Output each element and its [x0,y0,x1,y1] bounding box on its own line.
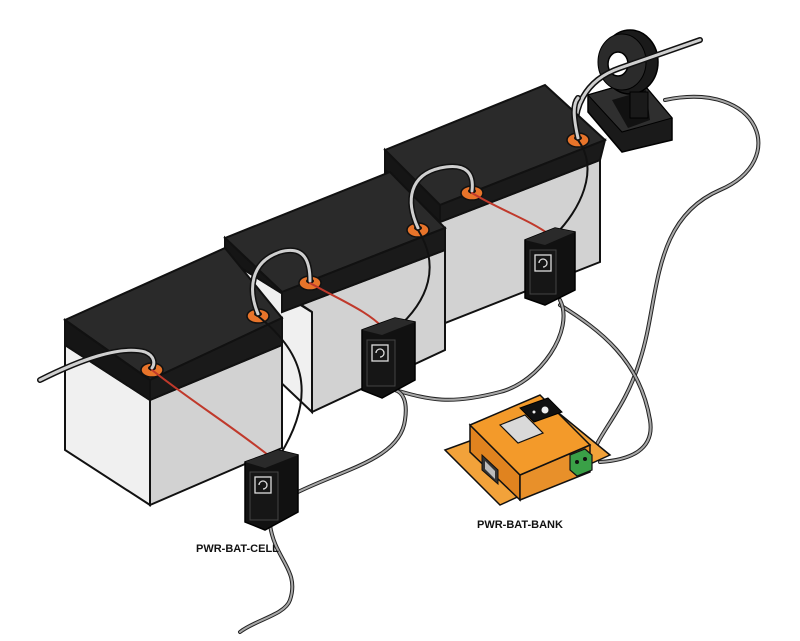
string-wires [37,95,581,383]
cycle-icon [254,476,272,494]
tail-cable [238,523,295,634]
screw-terminal-icon [569,448,593,477]
bank-module-label: PWR-BAT-BANK [477,519,563,531]
cell-module-2 [361,317,416,399]
battery-1 [62,246,284,507]
background-cables [238,94,761,634]
current-transformer [587,29,673,153]
cell-module-label: PWR-BAT-CELL [196,543,279,555]
cell-module-3 [524,227,576,306]
cell-module-1 [244,449,299,531]
cycle-icon [371,344,389,362]
sensor-cable [588,94,761,462]
rj45-port-icon [481,453,499,486]
bank-module [443,394,612,506]
cycle-icon [534,254,552,272]
